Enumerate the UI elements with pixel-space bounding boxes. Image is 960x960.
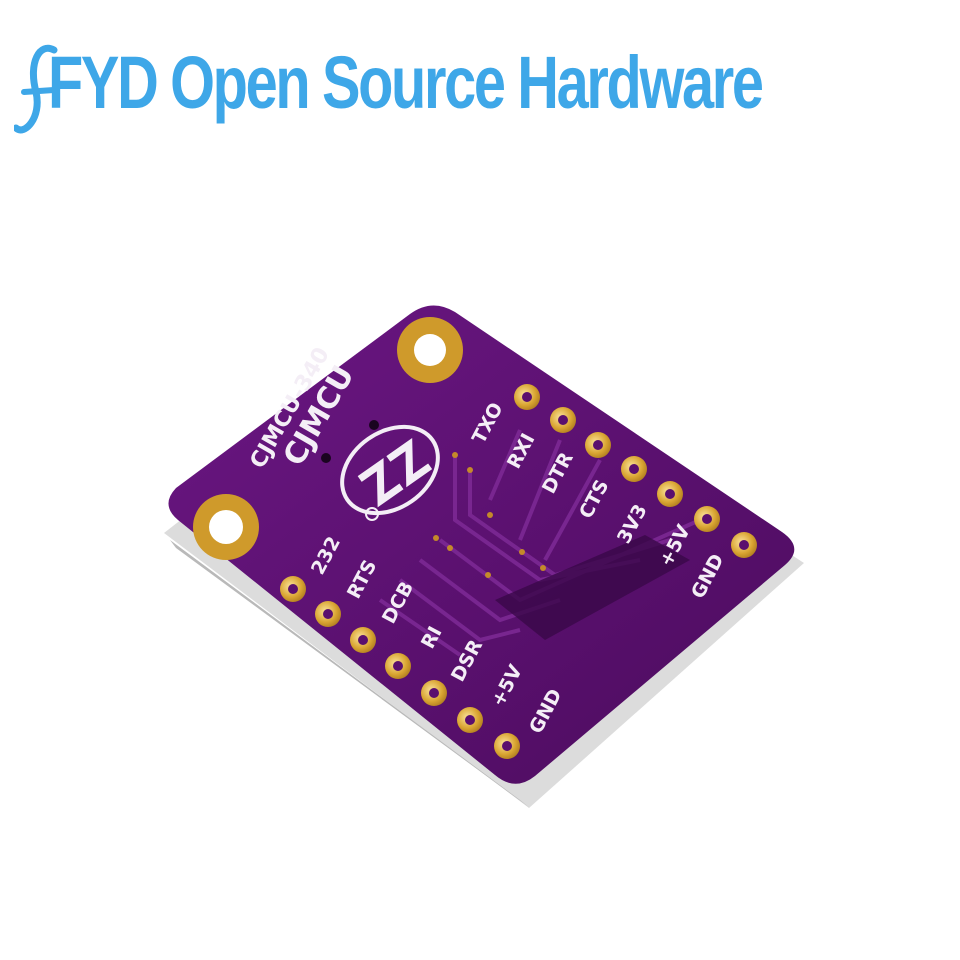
header-right	[514, 384, 757, 558]
mounting-hole-left	[193, 494, 259, 560]
registered-mark-icon	[365, 507, 379, 521]
pcb-edge-dark	[170, 540, 530, 808]
pcb-vias	[321, 420, 546, 578]
header-left	[280, 576, 520, 759]
mounting-hole-top	[397, 317, 463, 383]
pcb-board	[168, 305, 795, 784]
watermark-banner: FYD Open Source Hardware	[14, 32, 764, 142]
watermark-text: FYD Open Source Hardware	[48, 41, 764, 124]
ground-plane	[495, 535, 690, 640]
script-f-logo-icon	[14, 44, 58, 134]
cjmcu-logo-icon	[340, 424, 440, 516]
